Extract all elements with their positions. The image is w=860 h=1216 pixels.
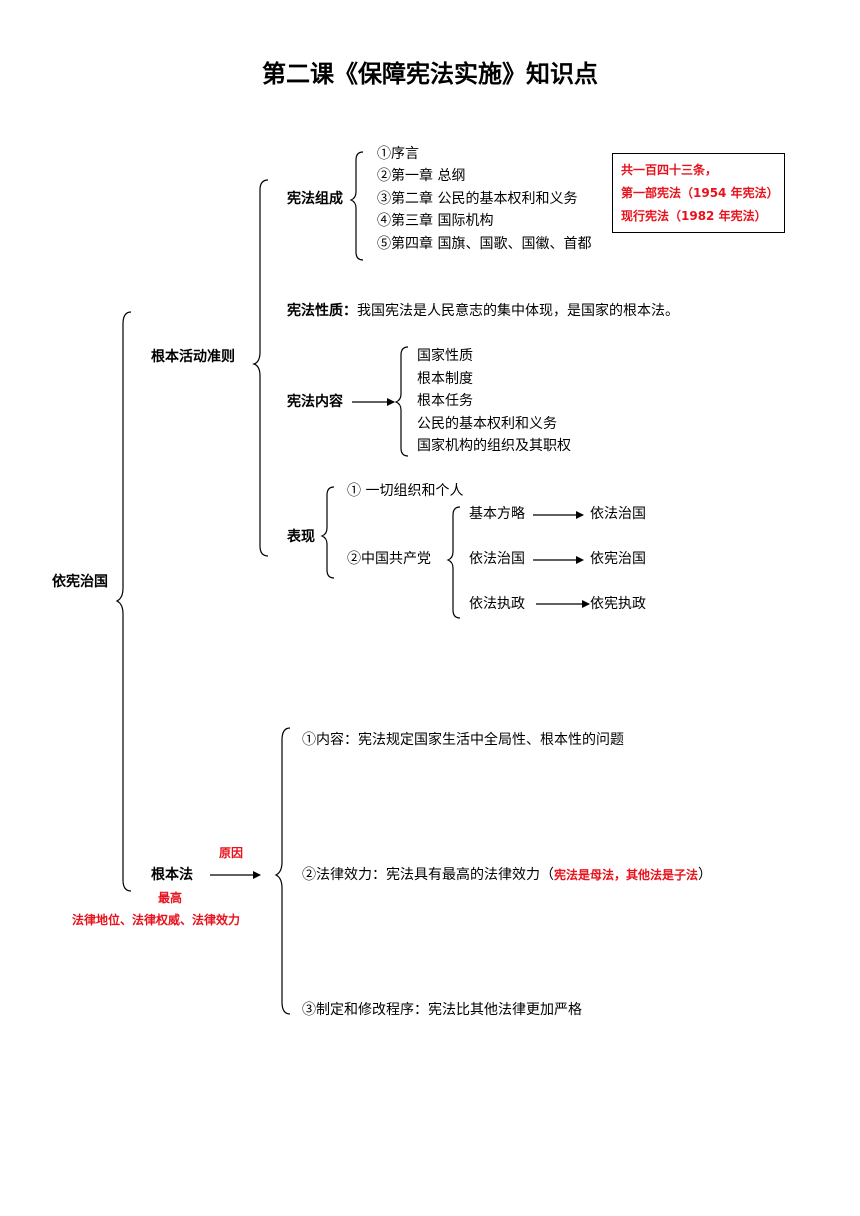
- content-item: 国家机构的组织及其职权: [417, 438, 571, 454]
- authority-label: 法律地位、法律权威、法律效力: [72, 913, 241, 927]
- pair-to: 依法治国: [590, 506, 646, 522]
- basic-law-item-close: ）: [698, 867, 713, 883]
- composition-note-box: 共一百四十三条， 第一部宪法（1954 年宪法） 现行宪法（1982 年宪法）: [612, 153, 785, 233]
- basic-law-item-text: ②法律效力：宪法具有最高的法律效力（: [302, 867, 554, 883]
- page-title: 第二课《保障宪法实施》知识点: [262, 59, 598, 88]
- nature-label: 宪法性质：: [287, 303, 357, 319]
- manifestation-item-1: ① 一切组织和个人: [347, 483, 464, 499]
- content-item: 公民的基本权利和义务: [417, 416, 557, 432]
- highest-label: 最高: [158, 891, 183, 905]
- composition-label: 宪法组成: [287, 191, 343, 207]
- branch2-label: 根本法: [151, 867, 193, 883]
- root-brace: [115, 311, 132, 892]
- content-item: 根本制度: [417, 371, 473, 387]
- pair-from: 基本方略: [469, 506, 525, 522]
- content-label: 宪法内容: [287, 394, 343, 410]
- note-line: 第一部宪法（1954 年宪法）: [621, 186, 779, 200]
- branch2-brace: [274, 727, 291, 1015]
- basic-law-item: ②法律效力：宪法具有最高的法律效力（宪法是母法，其他法是子法）: [302, 866, 712, 884]
- nature-text: 我国宪法是人民意志的集中体现，是国家的根本法。: [357, 303, 679, 319]
- composition-item: ④第三章 国际机构: [377, 213, 494, 229]
- pair-from: 依法治国: [469, 551, 525, 567]
- nature-row: 宪法性质：我国宪法是人民意志的集中体现，是国家的根本法。: [287, 302, 679, 320]
- composition-item: ①序言: [377, 146, 419, 162]
- branch1-brace: [252, 179, 269, 557]
- pair-from: 依法执政: [469, 596, 525, 612]
- note-line: 现行宪法（1982 年宪法）: [621, 209, 767, 223]
- basic-law-item: ①内容：宪法规定国家生活中全局性、根本性的问题: [302, 732, 624, 748]
- branch1-label: 根本活动准则: [151, 349, 235, 365]
- basic-law-item-note: 宪法是母法，其他法是子法: [554, 868, 699, 882]
- manifestation-item-2: ②中国共产党: [347, 551, 431, 567]
- content-brace: [394, 346, 409, 457]
- manifestation-brace: [320, 486, 335, 579]
- pair-to: 依宪治国: [590, 551, 646, 567]
- composition-brace: [349, 151, 364, 261]
- basic-law-item: ③制定和修改程序：宪法比其他法律更加严格: [302, 1002, 582, 1018]
- reason-label: 原因: [219, 846, 244, 860]
- composition-item: ⑤第四章 国旗、国歌、国徽、首都: [377, 236, 592, 252]
- pair-to: 依宪执政: [590, 596, 646, 612]
- note-line: 共一百四十三条，: [621, 163, 718, 177]
- root-label: 依宪治国: [52, 574, 108, 590]
- manifestation-label: 表现: [287, 529, 315, 545]
- content-item: 国家性质: [417, 348, 473, 364]
- composition-item: ③第二章 公民的基本权利和义务: [377, 191, 578, 207]
- party-brace: [446, 506, 461, 619]
- composition-item: ②第一章 总纲: [377, 168, 466, 184]
- content-item: 根本任务: [417, 393, 473, 409]
